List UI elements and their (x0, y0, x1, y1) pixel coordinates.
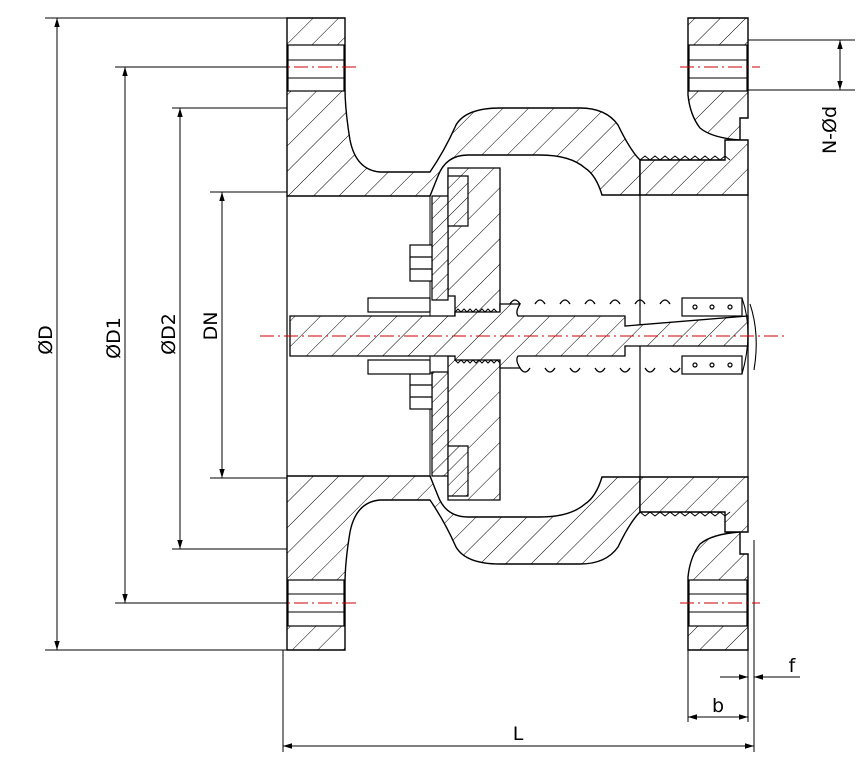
left-body-bottom (286, 475, 641, 651)
spring (509, 299, 681, 373)
label-dn: DN (200, 312, 222, 341)
bushing (681, 297, 743, 375)
label-n-od: N-Ød (819, 106, 841, 154)
seat-ring (431, 175, 469, 497)
thread-bottom (639, 511, 731, 517)
bolt-hole-left-top (287, 44, 345, 92)
bolt-hole-right-top (688, 44, 748, 92)
label-f: f (789, 655, 797, 677)
dimension-lines (45, 17, 855, 752)
shaft-thread (454, 308, 501, 364)
label-od1: ØD1 (103, 317, 125, 359)
disc-bolts (367, 244, 433, 410)
label-l: L (513, 723, 524, 745)
centerlines (260, 66, 785, 604)
label-od: ØD (35, 325, 57, 355)
label-b: b (712, 695, 724, 717)
label-od2: ØD2 (158, 313, 180, 355)
thread-top (639, 155, 731, 161)
left-body-top (286, 17, 641, 197)
